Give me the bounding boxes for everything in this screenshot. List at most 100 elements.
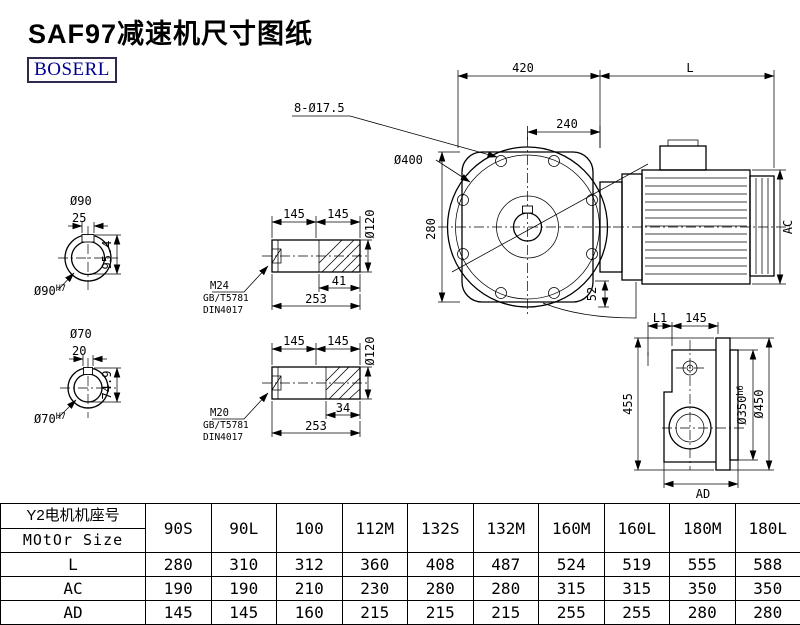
flangedia-text: Ø400 [394, 153, 423, 167]
tapped-hatch [271, 248, 282, 264]
shaft-top-view: 145 145 Ø120 M24 GB/T5781 DIN4017 41 253 [203, 207, 377, 316]
table-cell: 280 [472, 576, 539, 601]
housing-outline [663, 349, 716, 463]
table-row-l: L 280 310 312 360 408 487 524 519 555 58… [0, 552, 800, 577]
std2-text: DIN4017 [203, 305, 243, 316]
keyw-text: 25 [72, 211, 86, 225]
section-hatch [325, 366, 361, 400]
shaft-feature-lines [277, 367, 327, 399]
plug-inner [686, 364, 694, 372]
shaft-feature-lines [277, 240, 320, 272]
offset-text: 52 [585, 287, 599, 301]
fl-text: Ø450 [752, 390, 766, 419]
dia-label: Ø90 [70, 194, 92, 208]
table-cell: 215 [341, 600, 408, 625]
table-cell: 315 [538, 576, 605, 601]
l1-text: L1 [653, 311, 667, 325]
thread-leader [212, 392, 269, 420]
bolt-holes [457, 155, 598, 299]
column-header: 112M [341, 503, 408, 553]
row-label: L [0, 552, 146, 577]
table-cell: 280 [734, 600, 800, 625]
fan-cover-ribs [755, 178, 769, 274]
column-header: 180M [669, 503, 736, 553]
terminal-box-lid [667, 139, 699, 147]
side-view: L1 145 455 Ø350h6 Ø450 AD [621, 311, 774, 501]
dimension-table: Y2电机机座号 MOtOr Size 90S 90L 100 112M 132S… [0, 503, 800, 625]
keyh-text: 74.9 [100, 371, 114, 400]
table-cell: 555 [669, 552, 736, 577]
len2-text: 145 [327, 334, 349, 348]
thread-leader [212, 265, 269, 293]
len1-text: 145 [283, 334, 305, 348]
tapped-hole [271, 248, 282, 264]
bore-leader [57, 272, 75, 291]
table-cell: 519 [603, 552, 670, 577]
depth-text: 145 [685, 311, 707, 325]
table-cell: 350 [734, 576, 800, 601]
column-header: 90S [145, 503, 212, 553]
l1-ext [647, 322, 719, 356]
plug-outer [682, 360, 698, 376]
bore-dia: Ø90 [34, 284, 56, 298]
table-cell: 160 [276, 600, 343, 625]
flangedia-leader [435, 159, 471, 183]
boltholes-text: 8-Ø17.5 [294, 101, 345, 115]
hub-circle [496, 195, 559, 259]
spigot-text: Ø350h6 [735, 385, 749, 424]
bore-dia: Ø70 [34, 412, 56, 426]
fan-cover [749, 175, 775, 277]
ad-text: AD [696, 487, 710, 501]
motor-fins [645, 177, 747, 275]
table-cell: 190 [145, 576, 212, 601]
table-cell: 360 [341, 552, 408, 577]
bore-keyway [522, 205, 533, 214]
bolt-hole [586, 194, 598, 206]
sublen-text: 34 [336, 401, 350, 415]
dia-text: Ø120 [363, 210, 377, 239]
table-cell: 215 [407, 600, 474, 625]
bore-tol: H7 [56, 284, 66, 294]
header-en: MOtOr Size [22, 531, 124, 549]
table-cell: 524 [538, 552, 605, 577]
table-header-row: Y2电机机座号 MOtOr Size 90S 90L 100 112M 132S… [0, 503, 800, 553]
bore-label: Ø90H7 [34, 284, 66, 298]
keyway [81, 234, 95, 243]
flange-circle [446, 146, 609, 308]
terminal-box [659, 145, 707, 171]
bolt-hole [495, 287, 507, 299]
bolt-hole [548, 155, 560, 167]
row-label: AD [0, 600, 146, 625]
bolt-hole [457, 194, 469, 206]
height-text: 280 [424, 218, 438, 240]
table-cell: 210 [276, 576, 343, 601]
table-cell: 255 [603, 600, 670, 625]
bolt-hole [586, 248, 598, 260]
width-text: 420 [512, 61, 534, 75]
column-header: 160L [603, 503, 670, 553]
boltholes-leader [292, 115, 498, 158]
table-cell: 487 [472, 552, 539, 577]
column-header: 180L [734, 503, 800, 553]
dia-text: Ø120 [363, 337, 377, 366]
dimension-table-wrap: Y2电机机座号 MOtOr Size 90S 90L 100 112M 132S… [0, 503, 800, 625]
brand-logo-box: BOSERL [27, 57, 117, 83]
column-header: 90L [210, 503, 277, 553]
tapped-hole [271, 375, 282, 391]
shaft-bottom-view: 145 145 Ø120 M20 GB/T5781 DIN4017 34 253 [203, 334, 377, 443]
table-cell: 215 [472, 600, 539, 625]
centerlines [438, 137, 790, 317]
table-cell: 255 [538, 600, 605, 625]
table-cell: 588 [734, 552, 800, 577]
table-cell: 312 [276, 552, 343, 577]
table-cell: 280 [407, 576, 474, 601]
spigot-dia: Ø350 [735, 396, 749, 425]
flange-disk [715, 337, 731, 471]
centerlines [58, 226, 118, 290]
hub-big-view: Ø90 25 95.4 Ø90H7 [34, 194, 121, 298]
flange-square [461, 151, 594, 303]
ac-text: AC [781, 220, 795, 234]
technical-drawing-canvas: Ø90 25 95.4 Ø90H7 Ø70 20 74.9 [34, 61, 795, 501]
table-cell: 315 [603, 576, 670, 601]
